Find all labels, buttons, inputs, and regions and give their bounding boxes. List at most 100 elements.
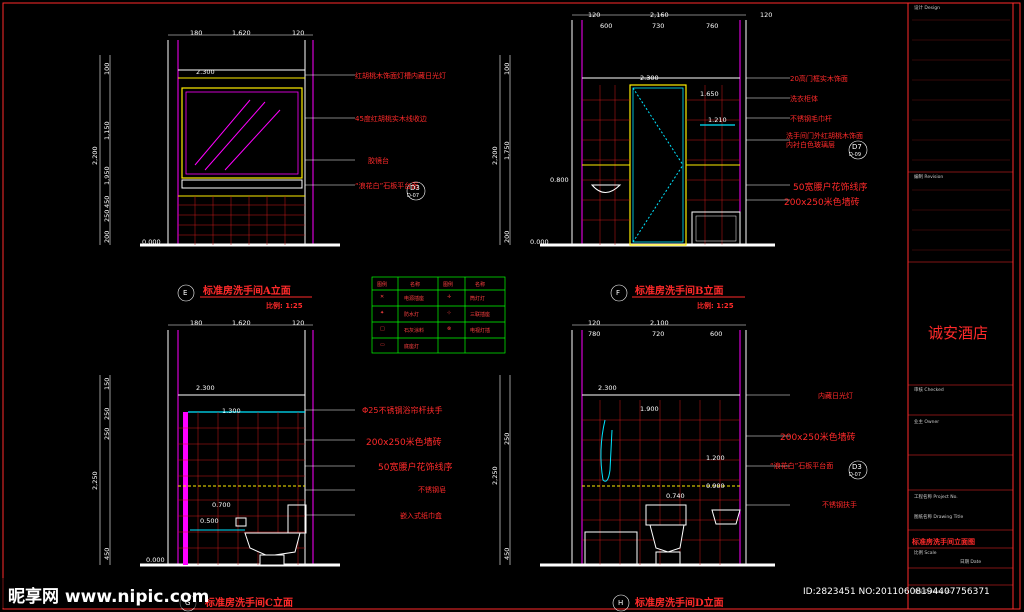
dim-a-top-3: 120: [292, 29, 305, 37]
legend-r2-sym2: ⊹: [447, 310, 452, 316]
ref-b-2: D-09: [849, 152, 862, 158]
dim-d-top-5: 600: [710, 330, 723, 338]
dim-d-side-1: 2,250: [491, 466, 499, 485]
ref-b-1: D7: [852, 143, 862, 151]
level-b-1: 2.300: [640, 74, 659, 82]
note-c-1: Φ25不锈钢浴帘杆扶手: [362, 406, 443, 415]
marker-c: G: [185, 599, 191, 607]
legend-h2: 名称: [410, 282, 421, 288]
dim-a-side-3: 1,950: [103, 166, 111, 185]
dim-b-side-2: 1,750: [503, 141, 511, 160]
tb-owner: 业主 Owner: [914, 420, 940, 425]
dim-d-top-2: 2,100: [650, 319, 669, 327]
level-c-3: 0.700: [212, 501, 231, 509]
ref-d-1: D3: [852, 463, 862, 471]
note-d-1: 内藏日光灯: [818, 392, 853, 400]
tb-design: 设计 Design: [914, 6, 940, 11]
marker-a: E: [183, 289, 188, 297]
marker-d: H: [618, 599, 624, 607]
legend-r3-sym2: ⊗: [447, 326, 452, 332]
note-c-3: 50宽腰户花饰线序: [378, 463, 453, 473]
dim-b-side-1: 100: [503, 62, 511, 75]
legend-h4: 名称: [475, 282, 486, 288]
ref-a-1: D3: [410, 184, 420, 192]
legend-r4-name1: 底座灯: [404, 344, 420, 350]
note-c-2: 200x250米色墙砖: [366, 438, 442, 448]
tb-drawing-title: 图纸名称 Drawing Title: [914, 515, 964, 520]
dim-c-top-3: 120: [292, 319, 305, 327]
level-a-1: 2.300: [196, 68, 215, 76]
dim-d-top-4: 720: [652, 330, 665, 338]
dim-a-side-2: 1,150: [103, 121, 111, 140]
title-a: 标准房洗手间A立面: [203, 286, 291, 297]
tb-date: 日期 Date: [960, 560, 982, 565]
dim-a-side-5: 450: [103, 195, 111, 208]
dim-d-top-3: 780: [588, 330, 601, 338]
dim-b-top-4: 600: [600, 22, 613, 30]
dim-b-top-3: 120: [760, 11, 773, 19]
legend-h1: 图例: [377, 282, 388, 288]
note-c-4: 不锈钢皂: [418, 486, 446, 494]
dim-c-top-2: 1,620: [232, 319, 251, 327]
tb-project: 工程名称 Project No.: [914, 495, 958, 500]
note-b-7: 200x250米色墙砖: [784, 198, 860, 208]
legend-r1-sym1: ✕: [380, 294, 385, 300]
dim-c-side-6: 2,250: [91, 471, 99, 490]
dim-b-top-6: 760: [706, 22, 719, 30]
legend-r3-name1: 石灰涂料: [404, 328, 425, 334]
tb-checked: 审核 Checked: [914, 388, 944, 393]
ref-a-2: D-07: [407, 193, 420, 199]
dim-a-side-9: 200: [103, 230, 111, 243]
level-c-0: 0.000: [146, 556, 165, 564]
dim-c-top-1: 180: [190, 319, 203, 327]
legend-r1-name2: 筒灯灯: [470, 296, 486, 302]
note-b-1: 20高门框实木饰面: [790, 75, 848, 83]
level-d-4: 0.900: [706, 482, 725, 490]
dim-c-side-1: 150: [103, 377, 111, 390]
note-b-2: 洗衣柜体: [790, 95, 818, 103]
tb-scale: 比例 Scale: [914, 551, 937, 556]
note-d-2: 200x250米色墙砖: [780, 433, 856, 443]
dim-a-top-1: 180: [190, 29, 203, 37]
ref-d-2: D-07: [849, 472, 862, 478]
tb-revision: 编制 Revision: [914, 175, 944, 180]
level-d-5: 0.740: [666, 492, 685, 500]
legend-r2-name1: 防水灯: [404, 312, 420, 318]
note-b-4: 洗手间门外红胡桃木饰面: [786, 132, 863, 140]
legend-r2-name2: 三联插座: [470, 312, 491, 318]
note-a-4: “浪花白”石板平台面: [355, 182, 419, 190]
dim-b-top-1: 120: [588, 11, 601, 19]
note-d-3: “浪花白”石板平台面: [770, 462, 834, 470]
legend-r3-name2: 电视灯插: [470, 328, 491, 334]
dim-a-top-2: 1,620: [232, 29, 251, 37]
dim-b-top-5: 730: [652, 22, 665, 30]
title-b: 标准房洗手间B立面: [635, 286, 724, 297]
dim-c-side-10: 450: [103, 547, 111, 560]
hotel-name: 诚安酒店: [928, 324, 989, 342]
drawing-title: 标准房洗手间立面图: [912, 538, 975, 546]
level-d-2: 1.900: [640, 405, 659, 413]
dim-a-side-4: 2,200: [91, 146, 99, 165]
level-d-1: 2.300: [598, 384, 617, 392]
dim-c-side-2: 250: [103, 407, 111, 420]
note-b-3: 不锈钢毛巾杆: [790, 115, 832, 123]
legend-r4-sym1: ▭: [380, 342, 385, 348]
level-b-3: 1.210: [708, 116, 727, 124]
scale-a: 比例: 1:25: [266, 302, 303, 310]
level-a-0: 0.000: [142, 238, 161, 246]
level-c-4: 0.500: [200, 517, 219, 525]
level-b-0: 0.000: [530, 238, 549, 246]
level-b-4: 0.800: [550, 176, 569, 184]
legend-r1-sym2: ✛: [447, 294, 452, 300]
dim-b-side-3: 2,200: [491, 146, 499, 165]
dim-a-side-6: 250: [103, 209, 111, 222]
watermark-logo: 昵享网 www.nipic.com: [8, 587, 210, 607]
level-d-3: 1.200: [706, 454, 725, 462]
marker-b: F: [616, 289, 621, 297]
dim-d-side-6: 450: [503, 547, 511, 560]
note-c-5: 嵌入式纸巾盒: [400, 512, 442, 520]
watermark-id: ID:2823451 NO:20110608194407756371: [803, 587, 990, 597]
scale-b: 比例: 1:25: [697, 302, 734, 310]
tb-drawing-no: 图号 Drawing No.: [914, 590, 953, 595]
